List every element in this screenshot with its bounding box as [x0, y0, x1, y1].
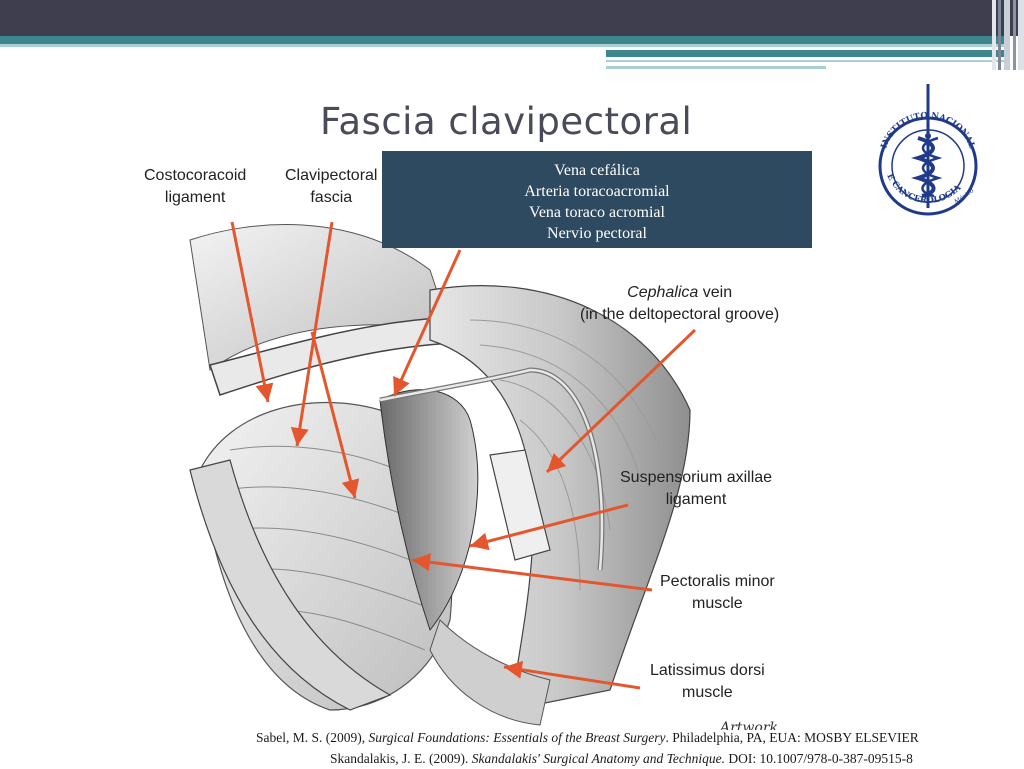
- artist-signature: Artwork: [718, 720, 778, 730]
- label-cephalica: Cephalica vein (in the deltopectoral gro…: [580, 282, 779, 326]
- label-line: vein: [698, 284, 733, 301]
- ref-title: Surgical Foundations: Essentials of the …: [368, 730, 666, 745]
- label-costocoracoid: Costocoracoid ligament: [144, 165, 246, 209]
- label-line: muscle: [682, 684, 733, 701]
- header-stripe: [606, 50, 1010, 57]
- header-stripe: [606, 66, 826, 69]
- label-clavipectoral: Clavipectoral fascia: [285, 165, 377, 209]
- info-line: Vena toraco acromial: [529, 204, 665, 221]
- info-box: Vena cefálica Arteria toracoacromial Ven…: [382, 151, 812, 248]
- header-vertical-bar: [1018, 0, 1024, 70]
- label-line: ligament: [164, 189, 226, 206]
- info-line: Vena cefálica: [554, 162, 640, 179]
- label-line: Pectoralis minor: [660, 573, 775, 590]
- header-stripe: [0, 36, 1010, 44]
- label-line: Costocoracoid: [144, 167, 247, 184]
- label-line: (in the deltopectoral groove): [580, 306, 780, 323]
- ref-text: Sabel, M. S. (2009),: [256, 730, 369, 745]
- label-suspensorium: Suspensorium axillae ligament: [620, 467, 772, 511]
- slide-title: Fascia clavipectoral: [320, 100, 693, 143]
- header-stripe: [0, 44, 1010, 47]
- reference-2: Skandalakis, J. E. (2009). Skandalakis' …: [256, 748, 1016, 769]
- header-vertical-bar: [992, 0, 996, 70]
- institute-logo: INSTITUTO NACIONAL DE CANCEROLOGIA Méxic…: [876, 80, 978, 216]
- ref-text: Skandalakis, J. E. (2009).: [330, 751, 472, 766]
- header-vertical-bar: [1004, 0, 1010, 70]
- ref-text: . Philadelphia, PA, EUA: MOSBY ELSEVIER: [665, 730, 919, 745]
- info-line: Arteria toracoacromial: [524, 183, 670, 200]
- label-latissimus: Latissimus dorsi muscle: [650, 660, 765, 704]
- label-line: Latissimus dorsi: [650, 662, 765, 679]
- header-bar: [0, 0, 1024, 36]
- info-line: Nervio pectoral: [547, 225, 647, 242]
- reference-1: Sabel, M. S. (2009), Surgical Foundation…: [256, 727, 1016, 748]
- header-vertical-bar: [998, 0, 1001, 70]
- header-stripe: [606, 60, 1010, 62]
- ref-text: DOI: 10.1007/978-0-387-09515-8: [724, 751, 913, 766]
- label-line: Clavipectoral: [285, 167, 378, 184]
- references: Sabel, M. S. (2009), Surgical Foundation…: [256, 727, 1016, 769]
- ref-title: Skandalakis' Surgical Anatomy and Techni…: [471, 751, 725, 766]
- label-line: ligament: [665, 491, 727, 508]
- label-line: fascia: [310, 189, 353, 206]
- label-line: Suspensorium axillae: [620, 469, 773, 486]
- label-line: Cephalica: [627, 284, 699, 301]
- label-pectoralis-minor: Pectoralis minor muscle: [660, 571, 775, 615]
- label-line: muscle: [692, 595, 743, 612]
- header-vertical-bar: [1013, 0, 1016, 70]
